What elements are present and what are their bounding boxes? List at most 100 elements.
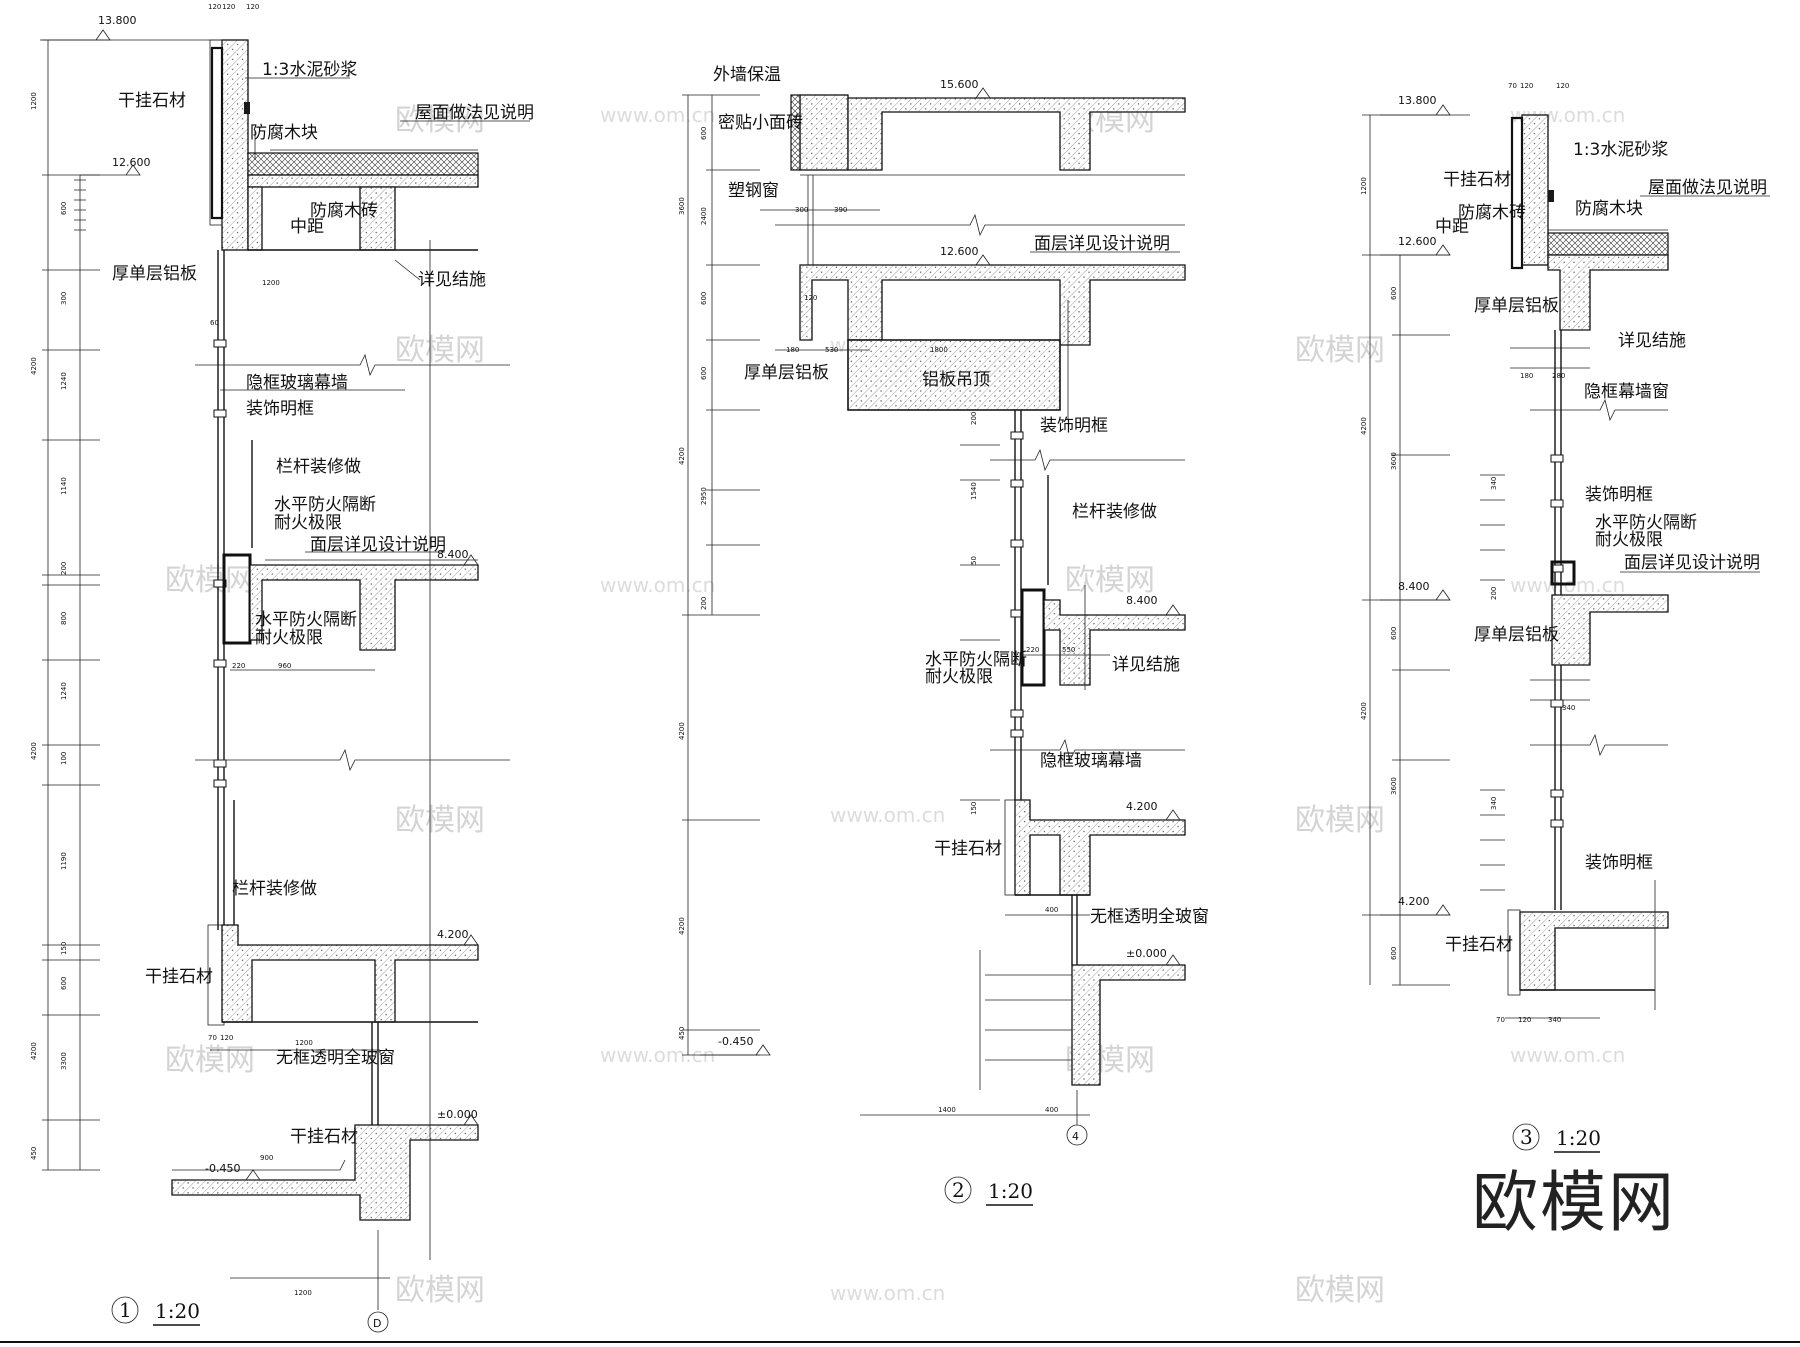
svg-text:4200: 4200 <box>678 447 686 465</box>
svg-text:2950: 2950 <box>700 487 708 505</box>
svg-text:3600: 3600 <box>678 197 686 215</box>
grade-line <box>172 1159 346 1171</box>
floor-slab-8400 <box>1551 594 1669 666</box>
svg-text:1200: 1200 <box>30 92 38 110</box>
label-aluminum: 厚单层铝板 <box>1474 296 1559 316</box>
svg-text:400: 400 <box>1045 1106 1058 1114</box>
floor-slab-4200 <box>1014 799 1186 896</box>
aluminum-soffit <box>847 339 1061 411</box>
svg-text:120: 120 <box>222 3 235 11</box>
svg-text:600: 600 <box>1390 627 1398 640</box>
watermark: 欧模网 <box>1295 333 1385 368</box>
svg-text:450: 450 <box>678 1027 686 1040</box>
dimension-ticks <box>682 94 1000 1056</box>
label-tile: 密贴小面砖 <box>718 113 803 133</box>
svg-text:120: 120 <box>1518 1016 1531 1024</box>
label-stone: 干挂石材 <box>145 967 213 987</box>
watermark: 欧模网 <box>1065 563 1155 598</box>
svg-text:600: 600 <box>700 127 708 140</box>
label-fire-barrier: 水平防火隔断 <box>925 650 1027 670</box>
label-railing: 栏杆装修做 <box>232 879 317 899</box>
elevation-12600: 12.600 <box>940 245 979 258</box>
elevation-8400: 8.400 <box>1398 580 1430 593</box>
label-curtain-wall: 隐框玻璃幕墙 <box>1040 751 1142 771</box>
axis-label: D <box>373 1317 381 1330</box>
detail-number-circle <box>111 1296 139 1324</box>
label-fire-rating: 耐火极限 <box>255 628 323 648</box>
svg-text:200: 200 <box>970 412 978 425</box>
detail-number-circle <box>944 1176 972 1204</box>
watermark-url: www.om.cn <box>830 803 945 827</box>
horizontal-dimensions: 300 390 120 180 530 1800 220 550 400 140… <box>786 206 1075 1114</box>
label-floor-note: 面层详见设计说明 <box>1034 234 1170 254</box>
label-floor-note: 面层详见设计说明 <box>1624 553 1760 573</box>
axis-label: 4 <box>1072 1130 1079 1143</box>
brand-logo: 欧模网 <box>1472 1164 1676 1241</box>
watermark-url: www.om.cn <box>1510 1043 1625 1067</box>
elevation-minus-450: -0.450 <box>205 1162 240 1175</box>
break-line <box>1530 733 1668 757</box>
svg-text:300: 300 <box>795 206 808 214</box>
label-railing: 栏杆装修做 <box>1072 502 1157 522</box>
svg-text:340: 340 <box>1490 477 1498 490</box>
svg-text:280: 280 <box>1552 372 1565 380</box>
parapet-wall <box>1521 114 1549 266</box>
svg-text:120: 120 <box>804 294 817 302</box>
label-stone: 干挂石材 <box>934 839 1002 859</box>
elevation-15600: 15.600 <box>940 78 979 91</box>
label-frame: 装饰明框 <box>1585 853 1653 873</box>
label-fire-barrier: 水平防火隔断 <box>1595 513 1697 533</box>
roof-slab-15600 <box>847 97 1186 171</box>
svg-text:1200: 1200 <box>1360 177 1368 195</box>
svg-text:3600: 3600 <box>1390 452 1398 470</box>
elevation-marks: 13.800 12.600 8.400 4.200 <box>1380 94 1451 916</box>
svg-text:1400: 1400 <box>938 1106 956 1114</box>
watermark: 欧模网 <box>165 1043 255 1078</box>
svg-text:1200: 1200 <box>262 279 280 287</box>
mullion-clips <box>213 339 227 788</box>
label-curtain-wall: 隐框玻璃幕墙 <box>246 373 348 393</box>
watermark: 欧模网 <box>395 1273 485 1308</box>
label-stone: 干挂石材 <box>290 1127 358 1147</box>
stone-cladding <box>1004 799 1016 896</box>
elevation-8400: 8.400 <box>437 548 469 561</box>
svg-text:1190: 1190 <box>60 852 68 870</box>
svg-text:120: 120 <box>220 1034 233 1042</box>
svg-text:200: 200 <box>1490 587 1498 600</box>
roof-slab <box>247 174 479 188</box>
svg-text:100: 100 <box>60 752 68 765</box>
label-structure: 详见结施 <box>418 270 486 290</box>
label-frame: 装饰明框 <box>1585 485 1653 505</box>
label-fire-rating: 耐火极限 <box>1595 530 1663 550</box>
detail-2: 600 3600 2400 600 600 4200 2950 200 4200… <box>678 65 1209 1206</box>
svg-text:60: 60 <box>210 319 219 327</box>
label-window: 无框透明全玻窗 <box>276 1048 395 1068</box>
label-center: 中距 <box>290 217 324 237</box>
annotations: 1:3水泥砂浆 干挂石材 防腐木块 屋面做法见说明 防腐木砖 中距 厚单层铝板 … <box>112 60 534 1147</box>
watermark: 欧模网 <box>1295 1273 1385 1308</box>
elevation-13800: 13.800 <box>98 14 137 27</box>
svg-text:400: 400 <box>1045 906 1058 914</box>
label-structure: 详见结施 <box>1112 655 1180 675</box>
detail-1: 1200 600 300 4200 1240 1140 200 800 1240… <box>30 3 534 1333</box>
svg-text:4200: 4200 <box>30 357 38 375</box>
svg-text:900: 900 <box>260 1154 273 1162</box>
detail-scale: 1:20 <box>988 1179 1033 1203</box>
elevation-minus-450: -0.450 <box>718 1035 753 1048</box>
elevation-12600: 12.600 <box>112 156 151 169</box>
roof-slab <box>1547 254 1669 331</box>
elevation-marks: 13.800 12.600 8.400 4.200 ±0.000 -0.450 <box>40 14 479 1181</box>
vertical-dimensions: 1200 600 4200 3600 600 4200 3600 600 340… <box>1360 177 1498 960</box>
label-ceiling: 铝板吊顶 <box>922 370 990 390</box>
label-steel-window: 塑钢窗 <box>728 181 779 201</box>
svg-text:180: 180 <box>786 346 799 354</box>
label-fire-barrier: 水平防火隔断 <box>255 610 357 630</box>
roof-insulation <box>247 152 479 176</box>
detail-number: 1 <box>119 1298 132 1322</box>
svg-text:1200: 1200 <box>295 1039 313 1047</box>
svg-text:1140: 1140 <box>60 477 68 495</box>
svg-text:180: 180 <box>1520 372 1533 380</box>
label-aluminum: 厚单层铝板 <box>744 363 829 383</box>
label-mortar: 1:3水泥砂浆 <box>1573 140 1668 160</box>
